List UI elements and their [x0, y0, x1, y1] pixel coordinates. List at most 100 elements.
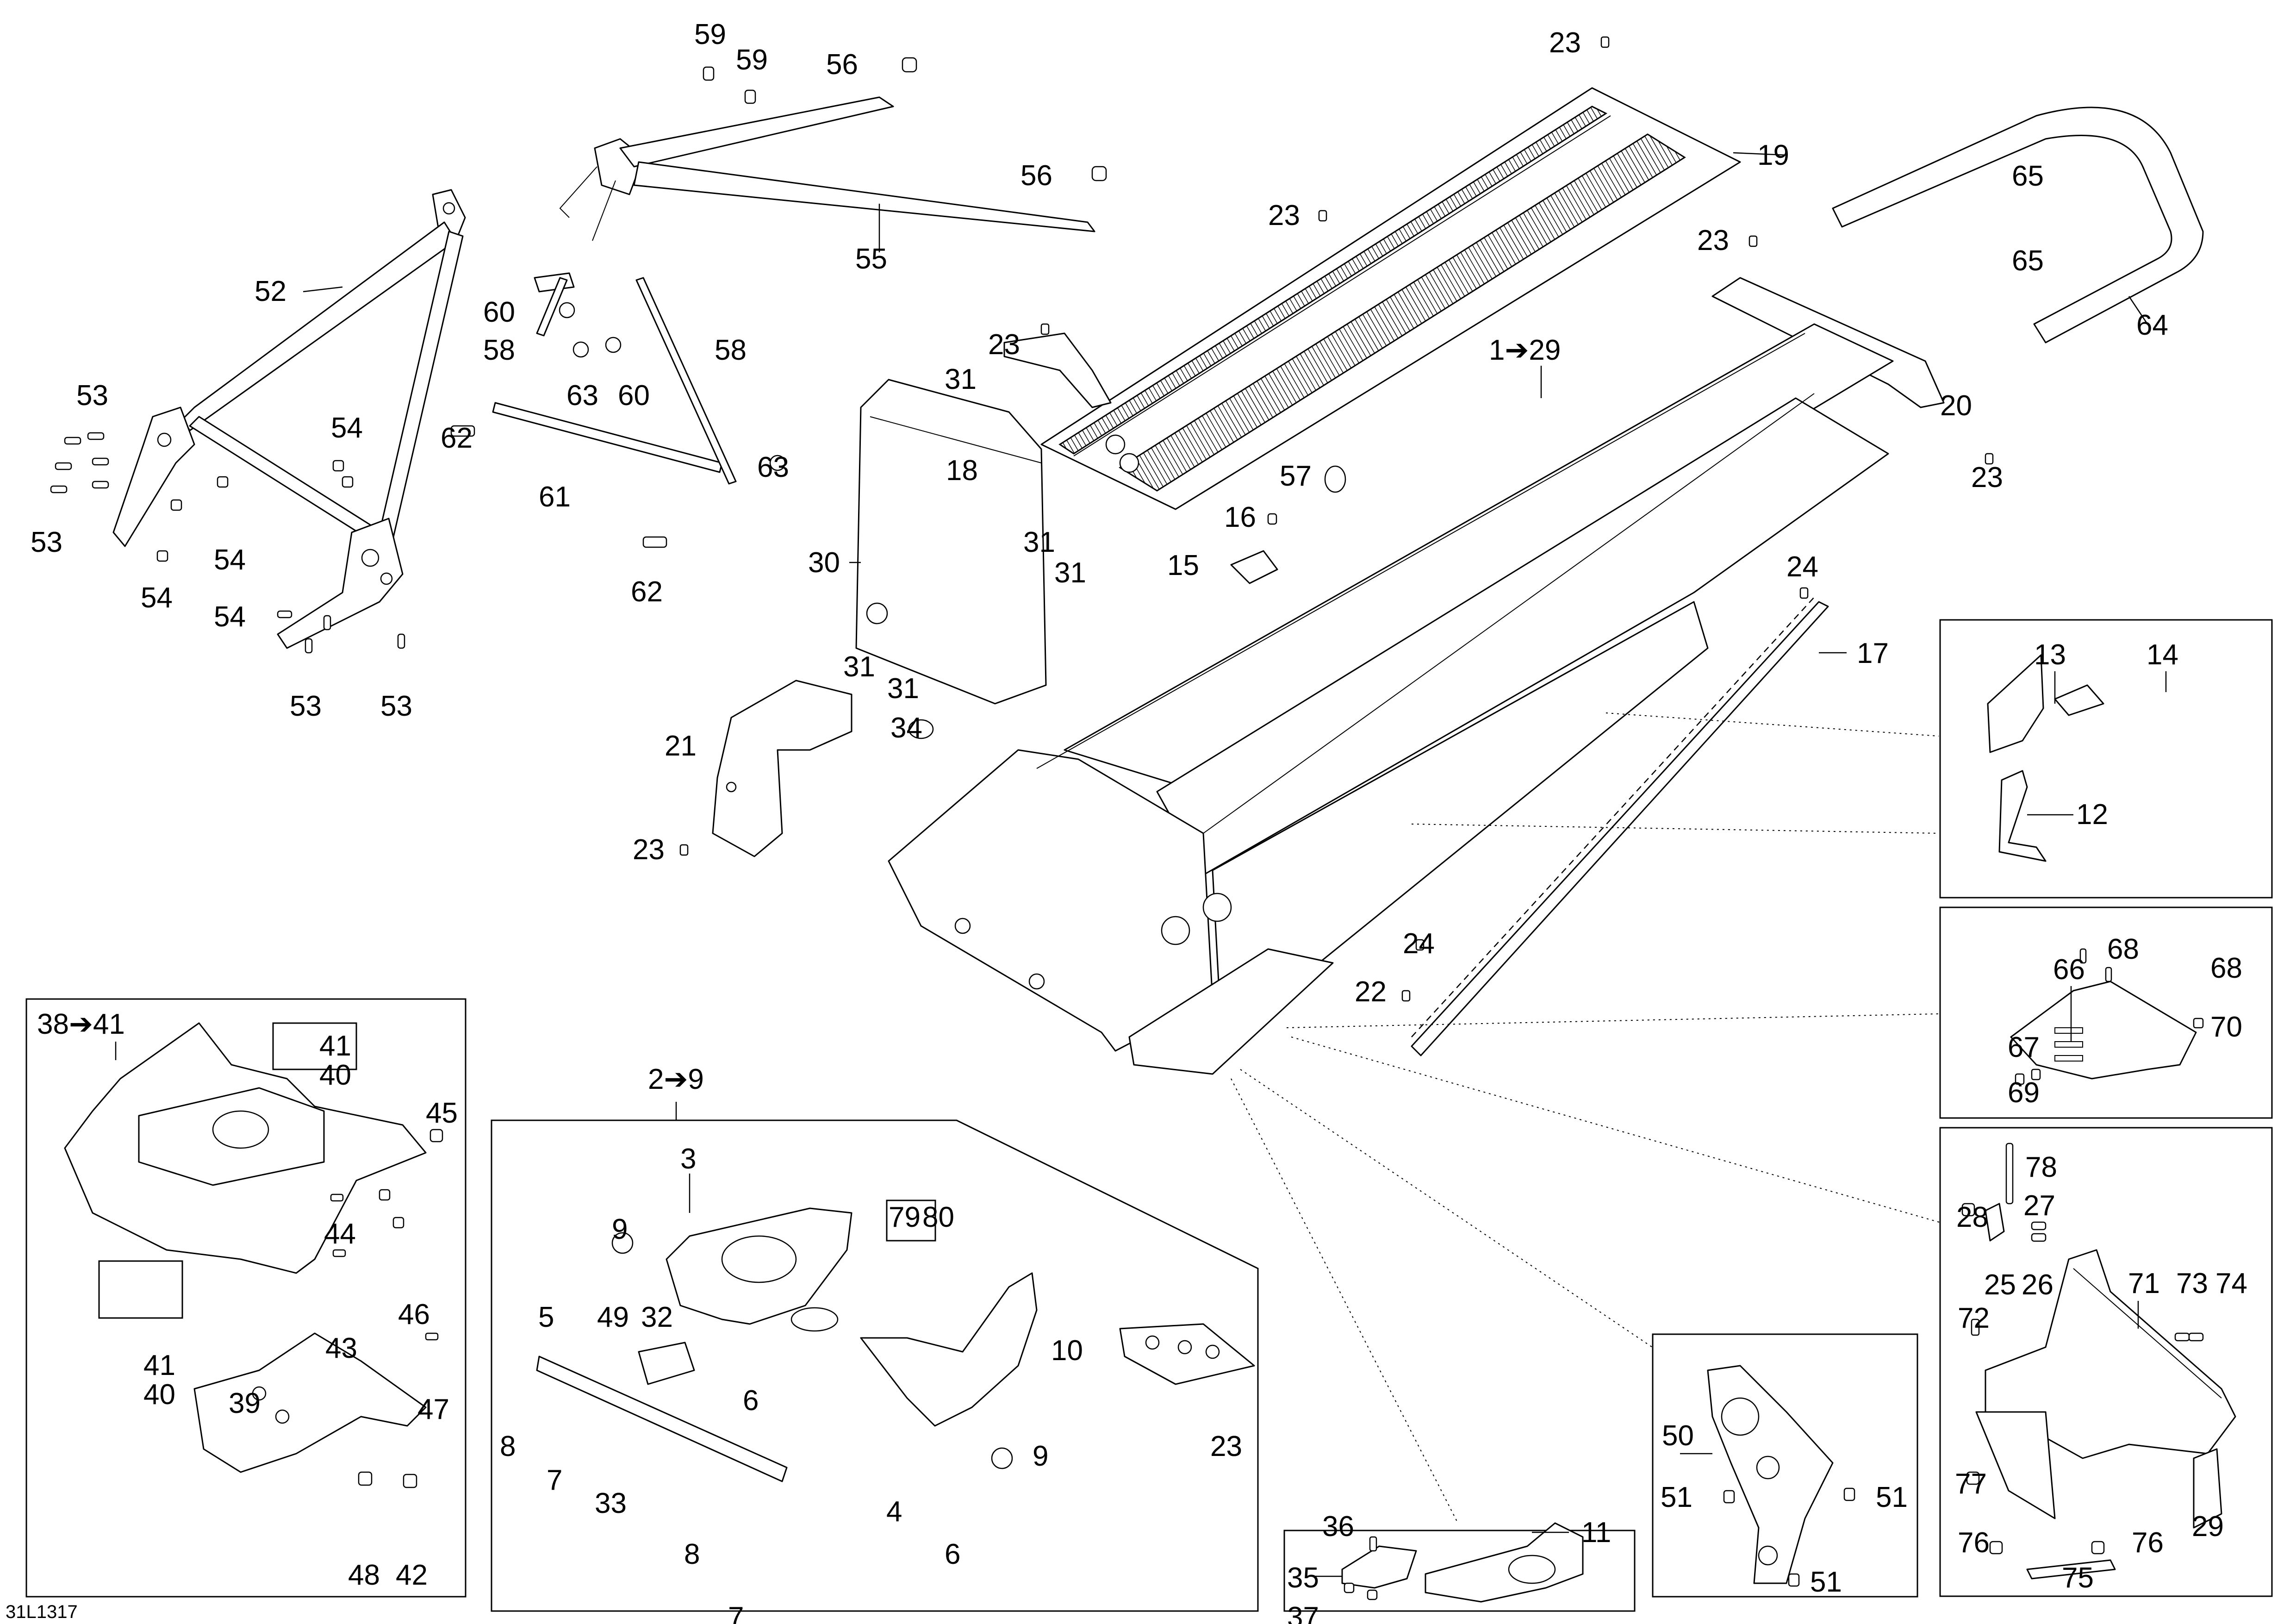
bracket-18 [1003, 332, 1112, 408]
box-title-2-to-9: 2➔9 [648, 1063, 704, 1095]
callout-68: 68 [2107, 933, 2139, 965]
callout-73: 73 [2176, 1268, 2208, 1299]
callout-31: 31 [843, 651, 875, 683]
box-bracket-71-78 [1939, 1127, 2273, 1597]
callout-40: 40 [143, 1379, 175, 1411]
callout-21: 21 [665, 730, 697, 762]
box-79-80 [886, 1199, 936, 1242]
callout-62: 62 [441, 422, 473, 454]
callout-7: 7 [728, 1601, 744, 1624]
callout-60: 60 [618, 380, 650, 412]
callout-54: 54 [141, 582, 173, 614]
callout-31: 31 [887, 673, 919, 705]
callout-65: 65 [2012, 160, 2044, 192]
callout-45: 45 [426, 1097, 458, 1129]
rear-bumper-64 [1832, 106, 2204, 344]
callout-23: 23 [633, 834, 665, 866]
box-front-2-9 [491, 1119, 1259, 1612]
callout-66: 66 [2053, 954, 2085, 986]
callout-76: 76 [1958, 1527, 1990, 1559]
bracket-21 [712, 680, 852, 857]
callout-51: 51 [1810, 1566, 1842, 1598]
callout-56: 56 [1020, 160, 1052, 192]
support-50 [1707, 1365, 1855, 1587]
front-structure-2-9 [536, 1199, 1255, 1482]
callout-56: 56 [826, 49, 858, 81]
callout-59: 59 [736, 44, 768, 76]
callout-62: 62 [631, 576, 663, 608]
box-plate-35-37 [1283, 1530, 1636, 1612]
callout-72: 72 [1958, 1302, 1990, 1334]
callout-54: 54 [331, 412, 363, 444]
callout-50: 50 [1662, 1420, 1694, 1452]
callout-58: 58 [483, 334, 515, 366]
callout-80: 80 [922, 1201, 954, 1233]
callout-6: 6 [945, 1538, 960, 1570]
callout-5: 5 [538, 1301, 554, 1333]
callout-60: 60 [483, 296, 515, 328]
a-frame-52 [112, 189, 466, 649]
callout-31: 31 [1023, 526, 1055, 558]
callout-23: 23 [1549, 27, 1581, 59]
callout-41: 41 [143, 1349, 175, 1381]
callout-67: 67 [2008, 1031, 2040, 1063]
callout-53: 53 [290, 690, 322, 722]
callout-30: 30 [808, 547, 840, 579]
tunnel-chassis [888, 323, 1894, 1075]
callout-65: 65 [2012, 245, 2044, 277]
callout-24: 24 [1786, 551, 1818, 583]
callout-23: 23 [1210, 1430, 1242, 1462]
callout-7: 7 [547, 1464, 562, 1496]
callout-71: 71 [2128, 1268, 2160, 1299]
callout-25: 25 [1984, 1269, 2016, 1301]
callout-15: 15 [1167, 550, 1199, 581]
guard-66 [2010, 948, 2204, 1085]
callout-8: 8 [684, 1538, 700, 1570]
heat-exchanger-19 [1040, 87, 1741, 510]
callout-48: 48 [348, 1559, 380, 1591]
callout-24: 24 [1403, 928, 1435, 960]
callout-75: 75 [2062, 1562, 2094, 1594]
callout-54: 54 [214, 544, 246, 576]
callout-58: 58 [715, 334, 747, 366]
callout-23: 23 [988, 329, 1020, 361]
callout-63: 63 [566, 380, 598, 412]
callout-59: 59 [694, 19, 726, 50]
callout-53: 53 [31, 526, 62, 558]
connector-lines [1231, 712, 1940, 1524]
callout-17: 17 [1857, 637, 1889, 669]
callout-39: 39 [229, 1387, 261, 1419]
callout-labels: 59 59 56 56 55 52 53 53 53 53 54 54 54 5… [6, 19, 2247, 1624]
callout-78: 78 [2025, 1151, 2057, 1183]
callout-63: 63 [757, 451, 789, 483]
cooler-30 [855, 379, 1047, 705]
callout-54: 54 [214, 601, 246, 633]
callout-35: 35 [1287, 1562, 1319, 1594]
box-guard-66-70 [1939, 906, 2273, 1119]
callout-53: 53 [76, 380, 108, 412]
callout-42: 42 [396, 1559, 428, 1591]
callout-9: 9 [1033, 1440, 1048, 1472]
callout-13: 13 [2034, 639, 2066, 671]
callout-32: 32 [641, 1301, 673, 1333]
callout-26: 26 [2022, 1269, 2053, 1301]
callout-29: 29 [2192, 1511, 2224, 1543]
callout-23: 23 [1268, 200, 1300, 231]
leader-lines [115, 152, 2167, 1577]
callout-23: 23 [1210, 1430, 1242, 1462]
callout-22: 22 [1355, 976, 1387, 1008]
reference-code: 31L1317 [6, 1602, 78, 1622]
callout-18: 18 [946, 455, 978, 487]
callout-28: 28 [1956, 1201, 1988, 1233]
callout-23: 23 [1971, 462, 2003, 493]
plate-35-11 [1341, 1522, 1584, 1603]
callout-10: 10 [1051, 1335, 1083, 1367]
callout-33: 33 [595, 1487, 627, 1519]
callout-76: 76 [2132, 1527, 2164, 1559]
callout-4: 4 [886, 1496, 902, 1528]
callout-41: 41 [319, 1030, 351, 1062]
callout-12: 12 [2076, 799, 2108, 831]
callout-70: 70 [2210, 1011, 2242, 1043]
small-parts [679, 36, 1994, 1002]
callout-68: 68 [2210, 952, 2242, 984]
